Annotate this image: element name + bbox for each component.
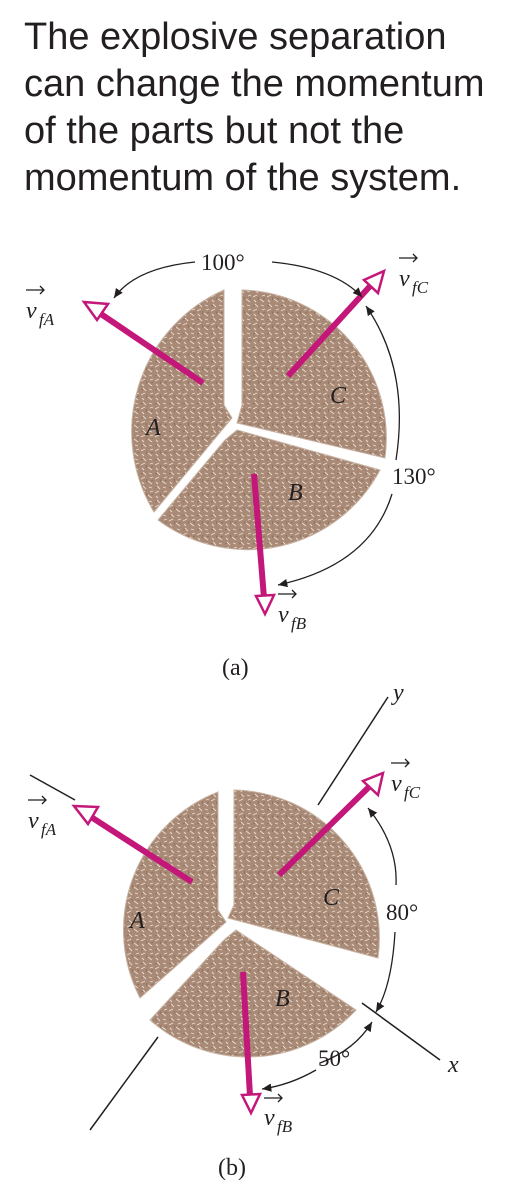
fragment-c-label: C (330, 383, 347, 409)
fragment-a (131, 289, 233, 513)
angle-arc-50-left (261, 1069, 317, 1092)
caption-line-1: The explosive separation (24, 16, 447, 58)
angle-label-130: 130° (392, 464, 436, 489)
caption-line-2: can change the momentum (24, 63, 485, 105)
svg-text:fB: fB (277, 1117, 293, 1136)
caption-line-4: momentum of the system. (24, 157, 462, 199)
vector-label-c: v fC (399, 253, 429, 297)
x-axis-negative (29, 774, 76, 801)
fragment-b-label: B (288, 480, 303, 506)
fragment-a (122, 791, 227, 999)
velocity-arrow-c (276, 770, 385, 878)
panel-b: y x A B C 80° 50° v (28, 680, 459, 1181)
panel-a-label: (a) (222, 655, 249, 681)
fragment-a-label: A (128, 908, 145, 934)
angle-arc-50-right (319, 1021, 373, 1064)
fragment-c-label: C (323, 885, 340, 911)
svg-text:v: v (391, 771, 402, 797)
vector-label-c: v fC (391, 758, 421, 802)
panel-b-label: (b) (218, 1155, 246, 1181)
angle-arc-80-top (367, 807, 397, 886)
svg-text:v: v (399, 266, 410, 292)
vector-label-a: v fA (26, 285, 55, 329)
svg-text:fA: fA (41, 820, 57, 839)
svg-text:fC: fC (412, 278, 429, 297)
svg-text:fB: fB (291, 614, 307, 633)
svg-text:v: v (26, 298, 37, 324)
fragment-b-label: B (275, 986, 290, 1012)
angle-arc-100-right (271, 261, 363, 298)
panel-a: A B C 100° 130° v fA v (26, 250, 436, 681)
svg-text:fC: fC (404, 783, 421, 802)
fragment-c (227, 789, 380, 959)
velocity-arrow-b (240, 971, 263, 1116)
angle-label-80: 80° (386, 900, 418, 925)
angle-arc-130-bottom (277, 493, 393, 588)
velocity-arrow-c (285, 268, 386, 379)
fragment-a-label: A (144, 415, 161, 441)
angle-label-100: 100° (201, 250, 245, 275)
velocity-arrow-a (71, 804, 194, 885)
velocity-arrow-a (81, 300, 205, 386)
y-axis-upper (317, 696, 389, 806)
fragment-c (236, 289, 387, 459)
svg-text:v: v (278, 602, 289, 628)
angle-arc-130-top (365, 305, 401, 461)
y-axis-lower (89, 1036, 159, 1131)
vector-label-b: v fB (278, 589, 307, 633)
caption: The explosive separation can change the … (24, 14, 518, 202)
angle-arc-100 (113, 261, 196, 299)
svg-text:v: v (264, 1105, 275, 1131)
angle-arc-80-bottom (375, 931, 396, 1013)
svg-text:fA: fA (39, 310, 55, 329)
vector-label-b: v fB (264, 1093, 293, 1136)
y-axis-label: y (391, 680, 404, 706)
vector-label-a: v fA (28, 795, 57, 839)
x-axis-label: x (447, 1052, 459, 1078)
velocity-arrow-b (251, 473, 277, 617)
fragment-b (157, 429, 381, 551)
caption-line-3: of the parts but not the (24, 110, 405, 152)
angle-label-50: 50° (318, 1046, 350, 1071)
x-axis (361, 1002, 441, 1061)
svg-text:v: v (28, 808, 39, 834)
